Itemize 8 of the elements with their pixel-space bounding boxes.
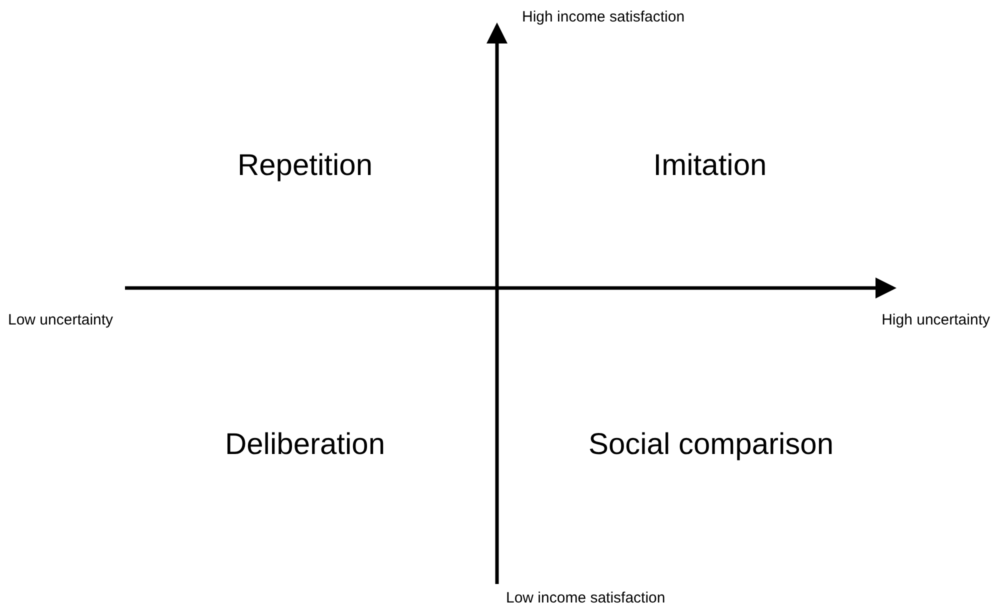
quadrant-label: Social comparison <box>588 428 834 462</box>
axis-label: High uncertainty <box>882 311 990 329</box>
quadrant-label: Repetition <box>237 148 373 184</box>
axis-label: Low income satisfaction <box>506 589 666 607</box>
quadrant-label: Imitation <box>653 148 767 184</box>
axis-label: Low uncertainty <box>8 311 114 329</box>
quadrant-label: Deliberation <box>224 428 386 462</box>
axis-label: High income satisfaction <box>522 8 685 26</box>
